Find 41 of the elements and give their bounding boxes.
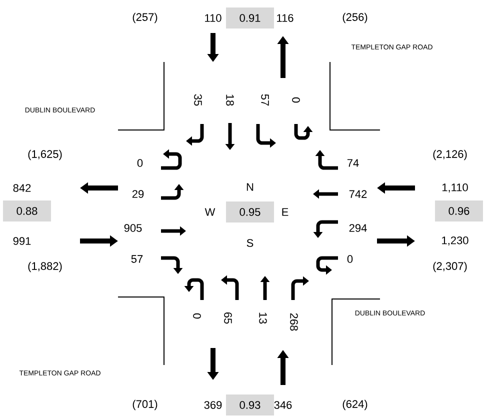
volume-label: 110 — [205, 14, 222, 22]
volume-label: (1,625) — [28, 150, 62, 160]
volume-label: 0 — [292, 97, 300, 103]
volume-label: 268 — [290, 313, 298, 331]
volume-label: 13 — [259, 312, 267, 324]
volume-label: 991 — [13, 237, 31, 245]
volume-label: 1,230 — [442, 236, 468, 246]
volume-label: (624) — [342, 400, 368, 410]
volume-label: (701) — [132, 400, 158, 410]
compass-label: N — [246, 183, 254, 191]
volume-label: 905 — [124, 224, 142, 232]
factor-box: 0.93 — [226, 394, 274, 416]
factor-box: 0.95 — [226, 202, 274, 222]
volume-label: (1,882) — [28, 262, 62, 272]
volume-label: 57 — [261, 94, 269, 106]
volume-label: 0 — [193, 313, 201, 319]
volume-label: 294 — [349, 224, 367, 232]
volume-label: 74 — [347, 159, 359, 167]
volume-label: 0 — [137, 159, 143, 167]
volume-label: 65 — [224, 312, 232, 324]
volume-label: (2,126) — [433, 150, 467, 160]
volume-label: (256) — [342, 12, 368, 24]
volume-label: 369 — [204, 401, 222, 409]
compass-label: S — [246, 239, 254, 247]
factor-box: 0.88 — [3, 200, 51, 222]
volume-label: 18 — [226, 94, 234, 106]
volume-label: 842 — [13, 184, 31, 192]
factor-box: 0.96 — [435, 200, 483, 222]
volume-label: 29 — [132, 190, 144, 198]
volume-label: 35 — [194, 94, 202, 106]
volume-label: (2,307) — [433, 262, 467, 272]
volume-label: 742 — [349, 190, 367, 198]
volume-label: (257) — [132, 12, 158, 24]
factor-box: 0.91 — [226, 8, 274, 28]
volume-label: 0 — [347, 255, 353, 263]
compass-label: E — [282, 208, 288, 216]
volume-label: 57 — [131, 255, 143, 263]
volume-label: 346 — [274, 401, 292, 409]
volume-label: 1,110 — [442, 183, 468, 193]
compass-label: W — [204, 208, 216, 216]
volume-label: 116 — [277, 14, 294, 22]
